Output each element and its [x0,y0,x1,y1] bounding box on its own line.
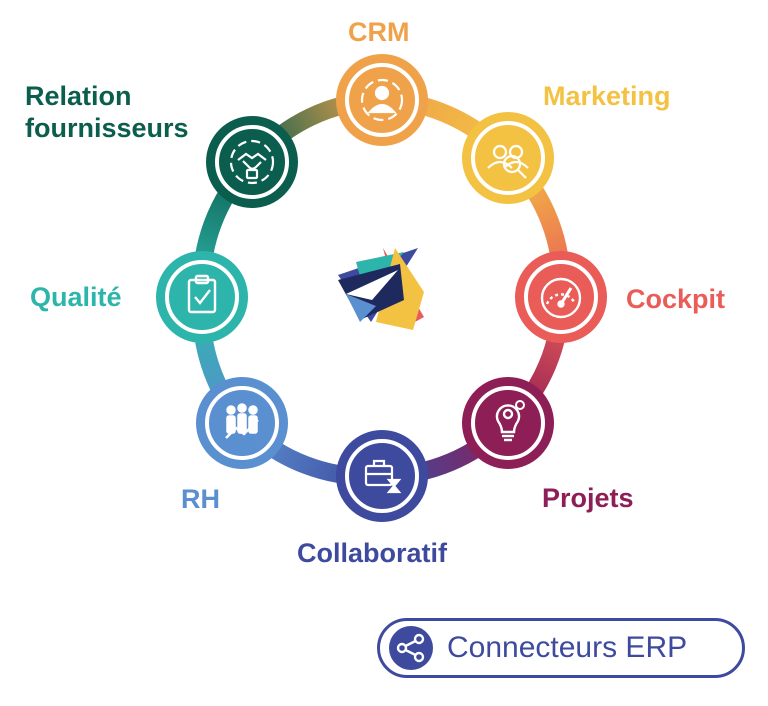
briefcase-hourglass-icon [364,459,402,494]
label-relation-fournisseurs: Relation fournisseurs [25,81,189,143]
node-rh[interactable] [196,377,288,469]
node-projets[interactable] [462,377,554,469]
node-crm[interactable] [336,54,428,146]
share-nodes-icon [389,626,433,670]
connecteurs-erp-button[interactable]: Connecteurs ERP [377,618,745,678]
label-projets: Projets [542,483,634,513]
team-growth-icon [225,403,259,439]
label-crm: CRM [348,17,410,47]
node-relation-fournisseurs[interactable] [206,116,298,208]
label-qualite: Qualité [30,282,122,312]
label-marketing: Marketing [543,81,671,111]
label-rh: RH [181,484,220,514]
speedometer-icon [540,277,582,319]
node-qualite[interactable] [156,251,248,343]
handshake-icon [229,139,275,185]
label-cockpit: Cockpit [626,284,726,314]
arrow-logo-icon [338,248,424,330]
connecteurs-erp-label: Connecteurs ERP [447,631,688,664]
contact-user-icon [360,78,404,122]
node-collaboratif[interactable] [336,430,428,522]
node-cockpit[interactable] [515,251,607,343]
label-collaboratif: Collaboratif [297,538,448,568]
clipboard-check-icon [187,274,217,314]
target-audience-icon [487,144,529,179]
node-marketing[interactable] [462,112,554,204]
lightbulb-gear-icon [495,400,525,442]
